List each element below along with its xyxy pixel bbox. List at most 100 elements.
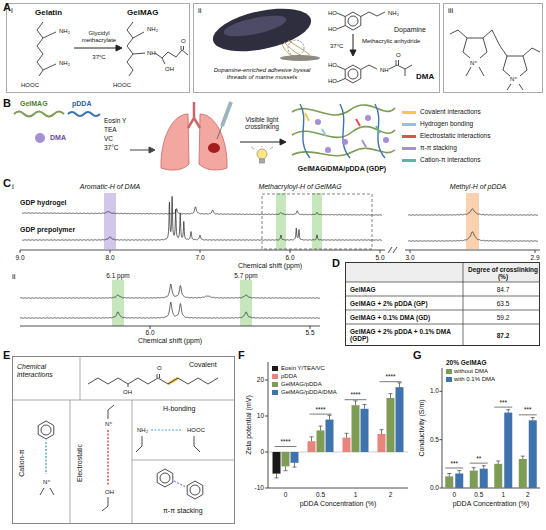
atom-label: N⁺ <box>105 421 113 428</box>
panel-letter: G <box>413 349 422 362</box>
zeta-chart <box>389 394 393 398</box>
atom-label: O <box>157 365 162 372</box>
hydrogel-network <box>340 104 350 158</box>
zeta-chart <box>293 463 297 467</box>
electrostatic-structure <box>102 405 114 511</box>
zeta-chart <box>275 474 279 478</box>
axis-tick: 0 <box>284 491 288 498</box>
process-arrow <box>240 142 281 143</box>
axis-tick: 3.0 <box>405 254 414 261</box>
zeta-chart <box>396 387 404 452</box>
legend-swatch <box>446 369 452 374</box>
atom-label: OH <box>123 389 132 396</box>
axis-tick: 8.0 <box>105 254 114 261</box>
hydrogel-network <box>322 129 326 136</box>
table-header <box>345 262 540 282</box>
pdda-structure <box>450 30 487 58</box>
table-cell: GelMAG + 2% pDDA + 0.1% DMA (GDP) <box>350 328 462 343</box>
nmr-trace <box>22 196 382 240</box>
component-label: DMA <box>50 134 66 142</box>
covalent-structure <box>88 374 218 387</box>
zeta-chart <box>268 362 408 488</box>
atom-label: HOOC <box>21 82 39 89</box>
hydrogel-network <box>300 104 310 158</box>
zeta-chart <box>319 426 323 430</box>
axis-tick: 0 <box>260 448 264 455</box>
zeta-chart <box>378 434 386 452</box>
axis-tick: 9.0 <box>15 254 24 261</box>
component-label: GelMAG <box>20 100 48 108</box>
atom-label: NH₂ <box>388 10 399 17</box>
significance-mark: **** <box>280 438 290 445</box>
legend-text: Cation-π interactions <box>420 156 480 163</box>
panel-heading: Chemical interactions <box>17 363 77 379</box>
peak-band <box>312 193 322 249</box>
peak-label: Methyl-H of pDDA <box>450 183 506 191</box>
atom-label: N⁺ <box>510 76 518 83</box>
zeta-chart <box>345 399 367 400</box>
compound-name: GelMAG <box>127 8 159 17</box>
legend-swatch <box>402 135 416 138</box>
interaction-name: Covalent <box>189 361 217 369</box>
hydrogel-network <box>325 147 331 153</box>
process-arrow <box>240 139 286 145</box>
axis-tick: -10 <box>255 484 264 491</box>
axis-title: Conductivity (S/m) <box>418 399 426 456</box>
zeta-chart <box>310 414 332 415</box>
scheme-panel: iiDopamine-enriched adhesive byssal thre… <box>193 3 440 93</box>
zeta-chart <box>284 466 288 470</box>
mussel-photo <box>282 40 310 56</box>
spectrum-axis <box>388 247 397 253</box>
spectrum-axis <box>20 247 540 329</box>
light-bulb <box>260 159 265 163</box>
conductivity-chart <box>482 466 486 469</box>
significance-mark: **** <box>385 373 395 380</box>
conductivity-chart <box>470 471 478 488</box>
legend-text: with 0.1% DMA <box>454 376 495 383</box>
conductivity-chart <box>480 469 488 488</box>
compound-name: Gelatin <box>35 8 62 17</box>
spectrum-axis <box>20 326 320 329</box>
zeta-chart <box>345 433 349 437</box>
peak-label: 6.1 ppm <box>106 272 130 279</box>
condition-label: 37°C <box>92 54 105 61</box>
hydrogel-network <box>365 115 371 121</box>
subpanel-label: iii <box>448 6 453 15</box>
polymer-strand <box>14 112 64 117</box>
pdda-structure <box>466 67 484 76</box>
panel-letter: A <box>3 1 11 14</box>
atom-label: O <box>396 52 401 59</box>
injection-arrow <box>149 147 155 153</box>
compound-name: Dopamine <box>394 26 426 34</box>
table-cell: GelMAG + 2% pDDA (GP) <box>350 300 428 307</box>
axis-title: Chemical shift (ppm) <box>138 337 202 345</box>
conductivity-chart <box>494 464 502 488</box>
compound-name: DMA <box>416 72 434 81</box>
legend-text: Hydrogen bonding <box>420 120 473 127</box>
scheme-panel: iGelatinGelMAGGlycidyl methacrylate37°CN… <box>6 3 190 93</box>
conductivity-chart <box>440 488 443 489</box>
axis-tick: 6.0 <box>145 329 154 336</box>
nmr-trace <box>20 196 538 318</box>
table-cell: GelMAG <box>350 286 376 293</box>
polymer-strand <box>14 112 100 117</box>
gelmag-structure <box>127 22 133 76</box>
lung-illustration <box>188 102 200 128</box>
hbond-structure <box>151 429 183 431</box>
pdda-structure <box>507 48 540 90</box>
dopamine-structure <box>345 12 361 30</box>
hydrogel-network <box>362 140 366 147</box>
hydrogel-network <box>375 104 385 158</box>
atom-label: N⁺ <box>470 60 478 67</box>
axis-tick: 0.0 <box>430 484 439 491</box>
conductivity-chart <box>470 463 488 464</box>
zoom-box <box>262 194 372 249</box>
legend-swatch <box>402 159 416 162</box>
legend-swatch <box>272 382 278 387</box>
axis-tick: 5.0 <box>375 254 384 261</box>
axis-tick: 1.0 <box>430 388 439 395</box>
zeta-chart <box>308 441 316 452</box>
dma-structure <box>337 60 412 83</box>
conductivity-chart <box>531 417 535 420</box>
axis-tick: 0.5 <box>316 491 325 498</box>
